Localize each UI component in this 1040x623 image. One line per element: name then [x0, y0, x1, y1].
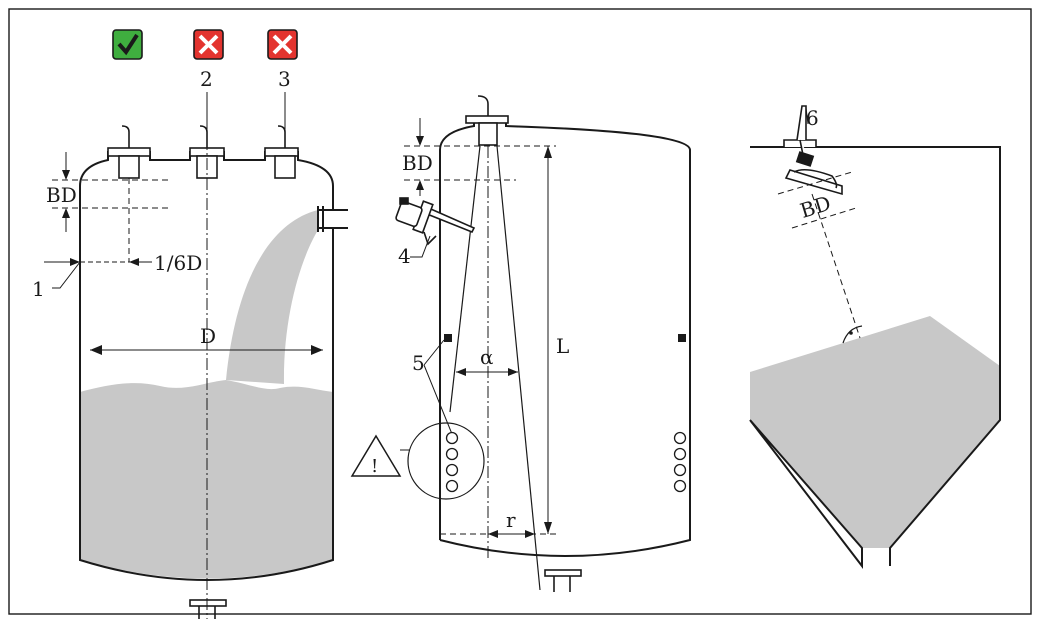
tank-2-label-r: r	[506, 508, 516, 532]
tank-1-label-sixth: 1/6D	[154, 251, 202, 275]
tank-2-warning-mark: !	[371, 456, 378, 477]
tank-2-alpha-arrow-left	[456, 368, 466, 376]
tank-2-label-4: 4	[398, 244, 411, 268]
tank-2-r-arrow-right	[525, 530, 535, 538]
silo: 6 BD	[749, 105, 1001, 569]
figure-frame	[8, 8, 1032, 615]
tank-2-label-5-leader	[423, 339, 453, 435]
tank-2-rungs-left	[445, 431, 459, 493]
tank-1-label-3: 3	[278, 67, 291, 91]
tank-2-wall-bracket-left	[444, 334, 452, 342]
tank-2-alpha-arrow-right	[508, 368, 518, 376]
silo-label-6: 6	[806, 106, 819, 130]
silo-shell	[749, 146, 1001, 569]
silo-bd-line-top	[777, 171, 853, 195]
tank-2-device	[465, 95, 509, 146]
tank-1-nozzle-wall	[264, 125, 299, 179]
tank-1-bd-arrow-bottom	[62, 208, 70, 218]
tank-1-pouring-stream	[226, 210, 318, 384]
tank-1: 2 3 BD 1 1/6D D	[32, 67, 348, 619]
tank-2-bd-arrow-bottom	[416, 180, 424, 190]
tank-1-label-2: 2	[200, 67, 213, 91]
tank-1-nozzle-good	[107, 125, 151, 179]
tank-1-sixth-dimension	[44, 261, 152, 289]
tank-2-rungs-right	[673, 431, 687, 493]
check-mark-icon	[112, 29, 143, 60]
tank-2-bd-arrow-top	[416, 136, 424, 146]
silo-right-angle-mark	[842, 325, 863, 344]
tank-1-diameter-arrow-right	[311, 345, 323, 355]
tank-1-label-bd: BD	[46, 183, 77, 207]
tank-2-label-5: 5	[412, 351, 425, 375]
tank-2-outlet	[544, 569, 582, 592]
silo-right-angle-dot	[849, 331, 853, 335]
tank-1-outlet	[189, 599, 227, 619]
warning-triangle-icon: !	[350, 434, 410, 477]
silo-bd-line-bottom	[791, 207, 857, 229]
tank-2-warning-highlight	[407, 422, 485, 500]
silo-device	[783, 105, 843, 196]
cross-mark-icon	[267, 29, 298, 60]
tank-2-wall-bracket-right	[678, 334, 686, 342]
tank-2-label-bd: BD	[402, 151, 433, 175]
tank-2-label-alpha: α	[480, 345, 494, 369]
tank-1-label-1: 1	[32, 277, 45, 301]
tank-1-diameter-arrow-left	[90, 345, 102, 355]
tank-1-bd-arrow-top	[62, 170, 70, 180]
tank-2-shell	[439, 117, 691, 557]
silo-label-bd: BD	[797, 191, 833, 223]
tank-2-label-4-leader	[410, 235, 431, 258]
tank-1-label-d: D	[200, 324, 216, 348]
tank-2-r-arrow-left	[488, 530, 498, 538]
tank-2-l-arrow-top	[544, 146, 552, 158]
tank-2-beam	[449, 145, 541, 591]
tank-2-label-l: L	[556, 334, 569, 358]
silo-beam-axis	[811, 193, 861, 339]
silo-label-6-leader	[805, 107, 809, 125]
tank-2-side-sensor	[395, 197, 476, 246]
tank-1-shell	[79, 151, 334, 581]
tank-1-inlet-pipe	[317, 206, 348, 232]
cross-mark-icon	[193, 29, 224, 60]
tank-1-sixth-arrow-right	[129, 258, 139, 266]
tank-2: ! BD 4 5 α L r	[350, 95, 691, 592]
tank-1-sixth-arrow-left	[70, 258, 80, 266]
tank-2-l-arrow-bottom	[544, 522, 552, 534]
silo-product	[750, 316, 1000, 548]
